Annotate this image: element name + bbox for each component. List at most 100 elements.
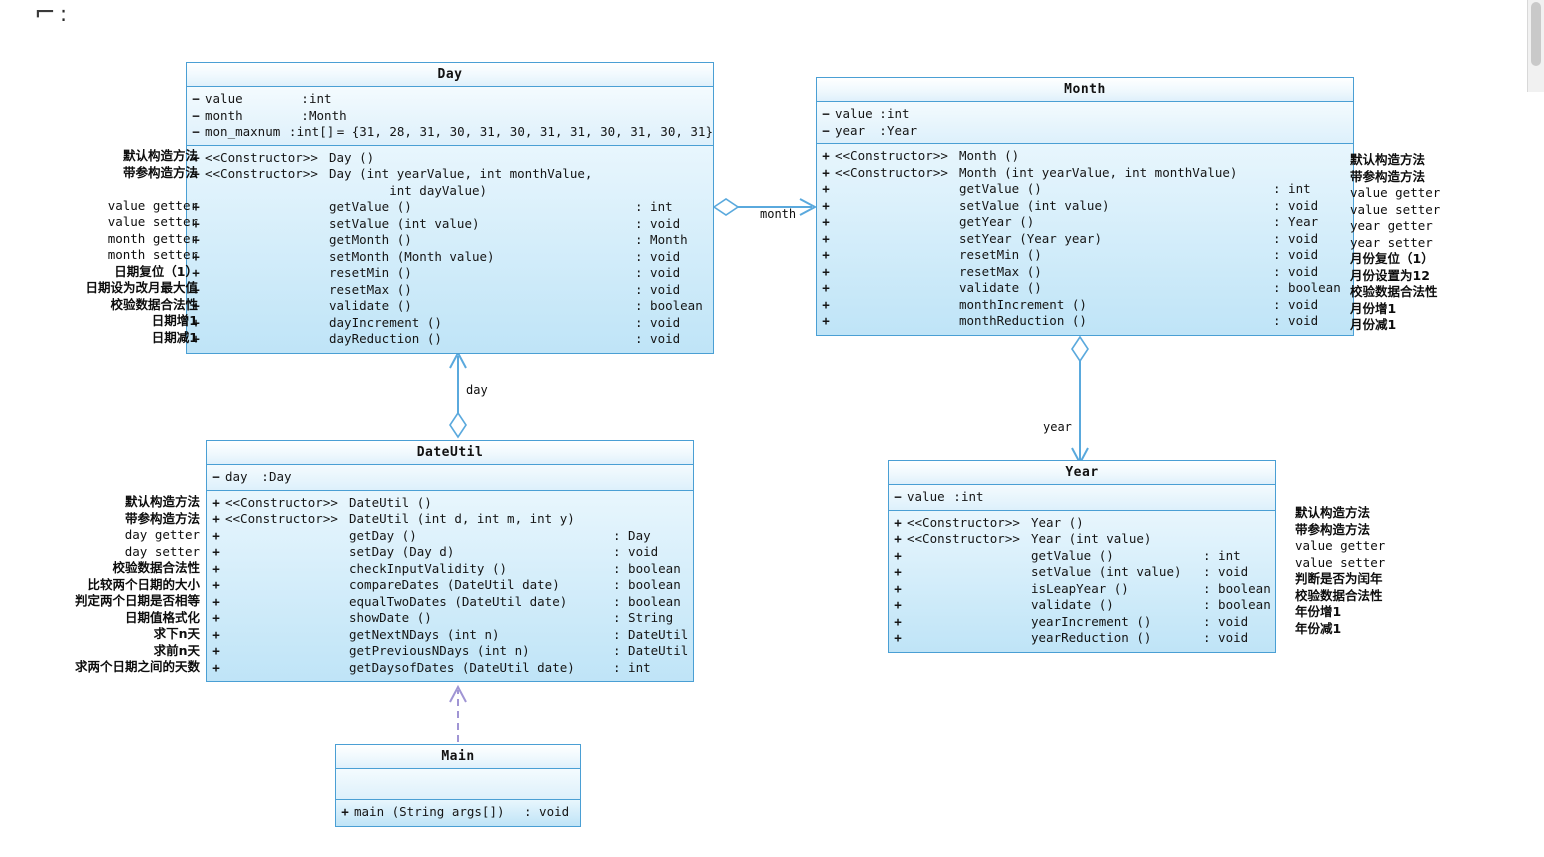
visibility-marker: + — [212, 659, 220, 675]
operation-row: +<<Constructor>>Day (int yearValue, int … — [187, 166, 713, 183]
operation-signature: getValue () — [959, 181, 1042, 196]
operation-signature: Year (int value) — [1031, 531, 1152, 546]
operation-return-type: : boolean — [613, 577, 681, 592]
operation-signature: getDay () — [349, 527, 417, 543]
operation-signature: setValue (int value) — [329, 215, 480, 231]
attribute-row: −mon_maxnum:int[]= {31, 28, 31, 30, 31, … — [187, 124, 713, 141]
visibility-marker: − — [822, 106, 830, 121]
operation-signature: getPreviousNDays (int n) — [349, 643, 530, 658]
annotation-line: value setter — [107, 214, 198, 229]
connector-label-year: year — [1043, 420, 1072, 434]
annotation-line: value setter — [1350, 201, 1441, 217]
connector-label-day: day — [466, 383, 488, 397]
visibility-marker: + — [894, 630, 902, 645]
operation-signature: isLeapYear () — [1031, 580, 1129, 596]
operation-row: +resetMin (): void — [817, 247, 1353, 264]
scrollbar-track[interactable] — [1527, 0, 1544, 92]
operation-return-type: : Month — [635, 232, 688, 247]
visibility-marker: + — [192, 265, 200, 280]
operation-row: +monthIncrement (): void — [817, 297, 1353, 314]
operation-return-type: : void — [635, 331, 681, 346]
stereotype-label: <<Constructor>> — [907, 531, 1020, 546]
visibility-marker: − — [822, 122, 830, 138]
operation-row: +<<Constructor>>Month (int yearValue, in… — [817, 165, 1353, 182]
class-operations-year: +<<Constructor>>Year ()+<<Constructor>>Y… — [889, 510, 1275, 652]
operation-row: +dayReduction (): void — [187, 331, 713, 348]
attribute-row: −month:Month — [187, 108, 713, 125]
operation-return-type: : void — [1273, 296, 1319, 312]
attribute-type: Day — [269, 469, 292, 484]
operation-return-type: : void — [635, 314, 681, 330]
operation-row: +checkInputValidity (): boolean — [207, 561, 693, 578]
class-box-dateutil[interactable]: DateUtil −day:Day +<<Constructor>>DateUt… — [206, 440, 694, 682]
visibility-marker: + — [212, 593, 220, 609]
operation-signature: equalTwoDates (DateUtil date) — [349, 593, 568, 609]
operation-return-type: : boolean — [1203, 597, 1271, 612]
visibility-marker: − — [192, 107, 200, 123]
operation-signature: monthIncrement () — [959, 296, 1087, 312]
operation-row: +<<Constructor>>Day () — [187, 150, 713, 167]
operation-return-type: : void — [1273, 230, 1319, 246]
operation-signature: setDay (Day d) — [349, 544, 455, 559]
visibility-marker: + — [212, 643, 220, 658]
class-title-day: Day — [187, 63, 713, 87]
annotation-line: 默认构造方法 — [1350, 152, 1426, 167]
visibility-marker: − — [192, 91, 200, 106]
class-box-day[interactable]: Day −value:int−month:Month−mon_maxnum:in… — [186, 62, 714, 354]
attribute-name: day — [225, 469, 248, 484]
operation-return-type: : boolean — [613, 560, 681, 576]
annotation-line: 判定两个日期是否相等 — [74, 593, 200, 608]
annotation-line: month setter — [107, 247, 198, 262]
operation-signature: setValue (int value) — [959, 197, 1110, 213]
operation-return-type: : int — [1273, 181, 1311, 196]
operation-row: +yearReduction (): void — [889, 630, 1275, 647]
annotation-line: value getter — [1295, 538, 1386, 553]
operation-row: +dayIncrement (): void — [187, 315, 713, 332]
operation-row: +setDay (Day d): void — [207, 544, 693, 561]
operation-signature: int dayValue) — [329, 182, 488, 198]
operation-return-type: : int — [613, 659, 651, 675]
operation-signature: validate () — [959, 280, 1042, 295]
operation-row: +<<Constructor>>DateUtil () — [207, 495, 693, 512]
operation-return-type: : boolean — [1203, 580, 1271, 596]
operation-signature: validate () — [329, 298, 412, 313]
operation-signature: resetMax () — [959, 263, 1042, 279]
attribute-type: int — [961, 489, 984, 504]
attribute-name: month — [205, 107, 243, 123]
operation-signature: getMonth () — [329, 232, 412, 247]
visibility-marker: + — [192, 215, 200, 231]
operation-return-type: : void — [1203, 630, 1249, 645]
visibility-marker: + — [212, 560, 220, 576]
annotation-line: 求两个日期之间的天数 — [74, 659, 200, 674]
annotation-line: 日期值格式化 — [124, 609, 200, 625]
class-box-month[interactable]: Month −value:int−year:Year +<<Constructo… — [816, 77, 1354, 336]
annotation-line: 校验数据合法性 — [110, 296, 198, 312]
class-box-main[interactable]: Main +main (String args[]): void — [335, 744, 581, 827]
annotation-line: value getter — [107, 197, 198, 213]
annotation-line: 比较两个日期的大小 — [87, 576, 200, 592]
operation-return-type: : void — [635, 248, 681, 264]
visibility-marker: + — [212, 610, 220, 625]
class-attributes-main — [336, 769, 580, 800]
connector-main-dateutil — [449, 684, 467, 742]
visibility-marker: + — [894, 531, 902, 546]
operation-row: +<<Constructor>>DateUtil (int d, int m, … — [207, 511, 693, 528]
scrollbar-thumb[interactable] — [1531, 2, 1541, 66]
attribute-name: year — [835, 122, 866, 138]
operation-signature: setValue (int value) — [1031, 564, 1182, 579]
class-operations-dateutil: +<<Constructor>>DateUtil ()+<<Constructo… — [207, 490, 693, 681]
operation-row: +setValue (int value): void — [817, 198, 1353, 215]
operation-row: +resetMax (): void — [817, 264, 1353, 281]
visibility-marker: − — [212, 469, 220, 484]
operation-return-type: : void — [635, 265, 681, 280]
visibility-marker: + — [894, 613, 902, 629]
operation-signature: dayReduction () — [329, 331, 442, 346]
visibility-marker: + — [822, 148, 830, 163]
operation-signature: compareDates (DateUtil date) — [349, 577, 560, 592]
class-box-year[interactable]: Year −value:int +<<Constructor>>Year ()+… — [888, 460, 1276, 653]
visibility-marker: + — [894, 564, 902, 579]
operation-return-type: : void — [1273, 313, 1319, 328]
operation-row: +getMonth (): Month — [187, 232, 713, 249]
